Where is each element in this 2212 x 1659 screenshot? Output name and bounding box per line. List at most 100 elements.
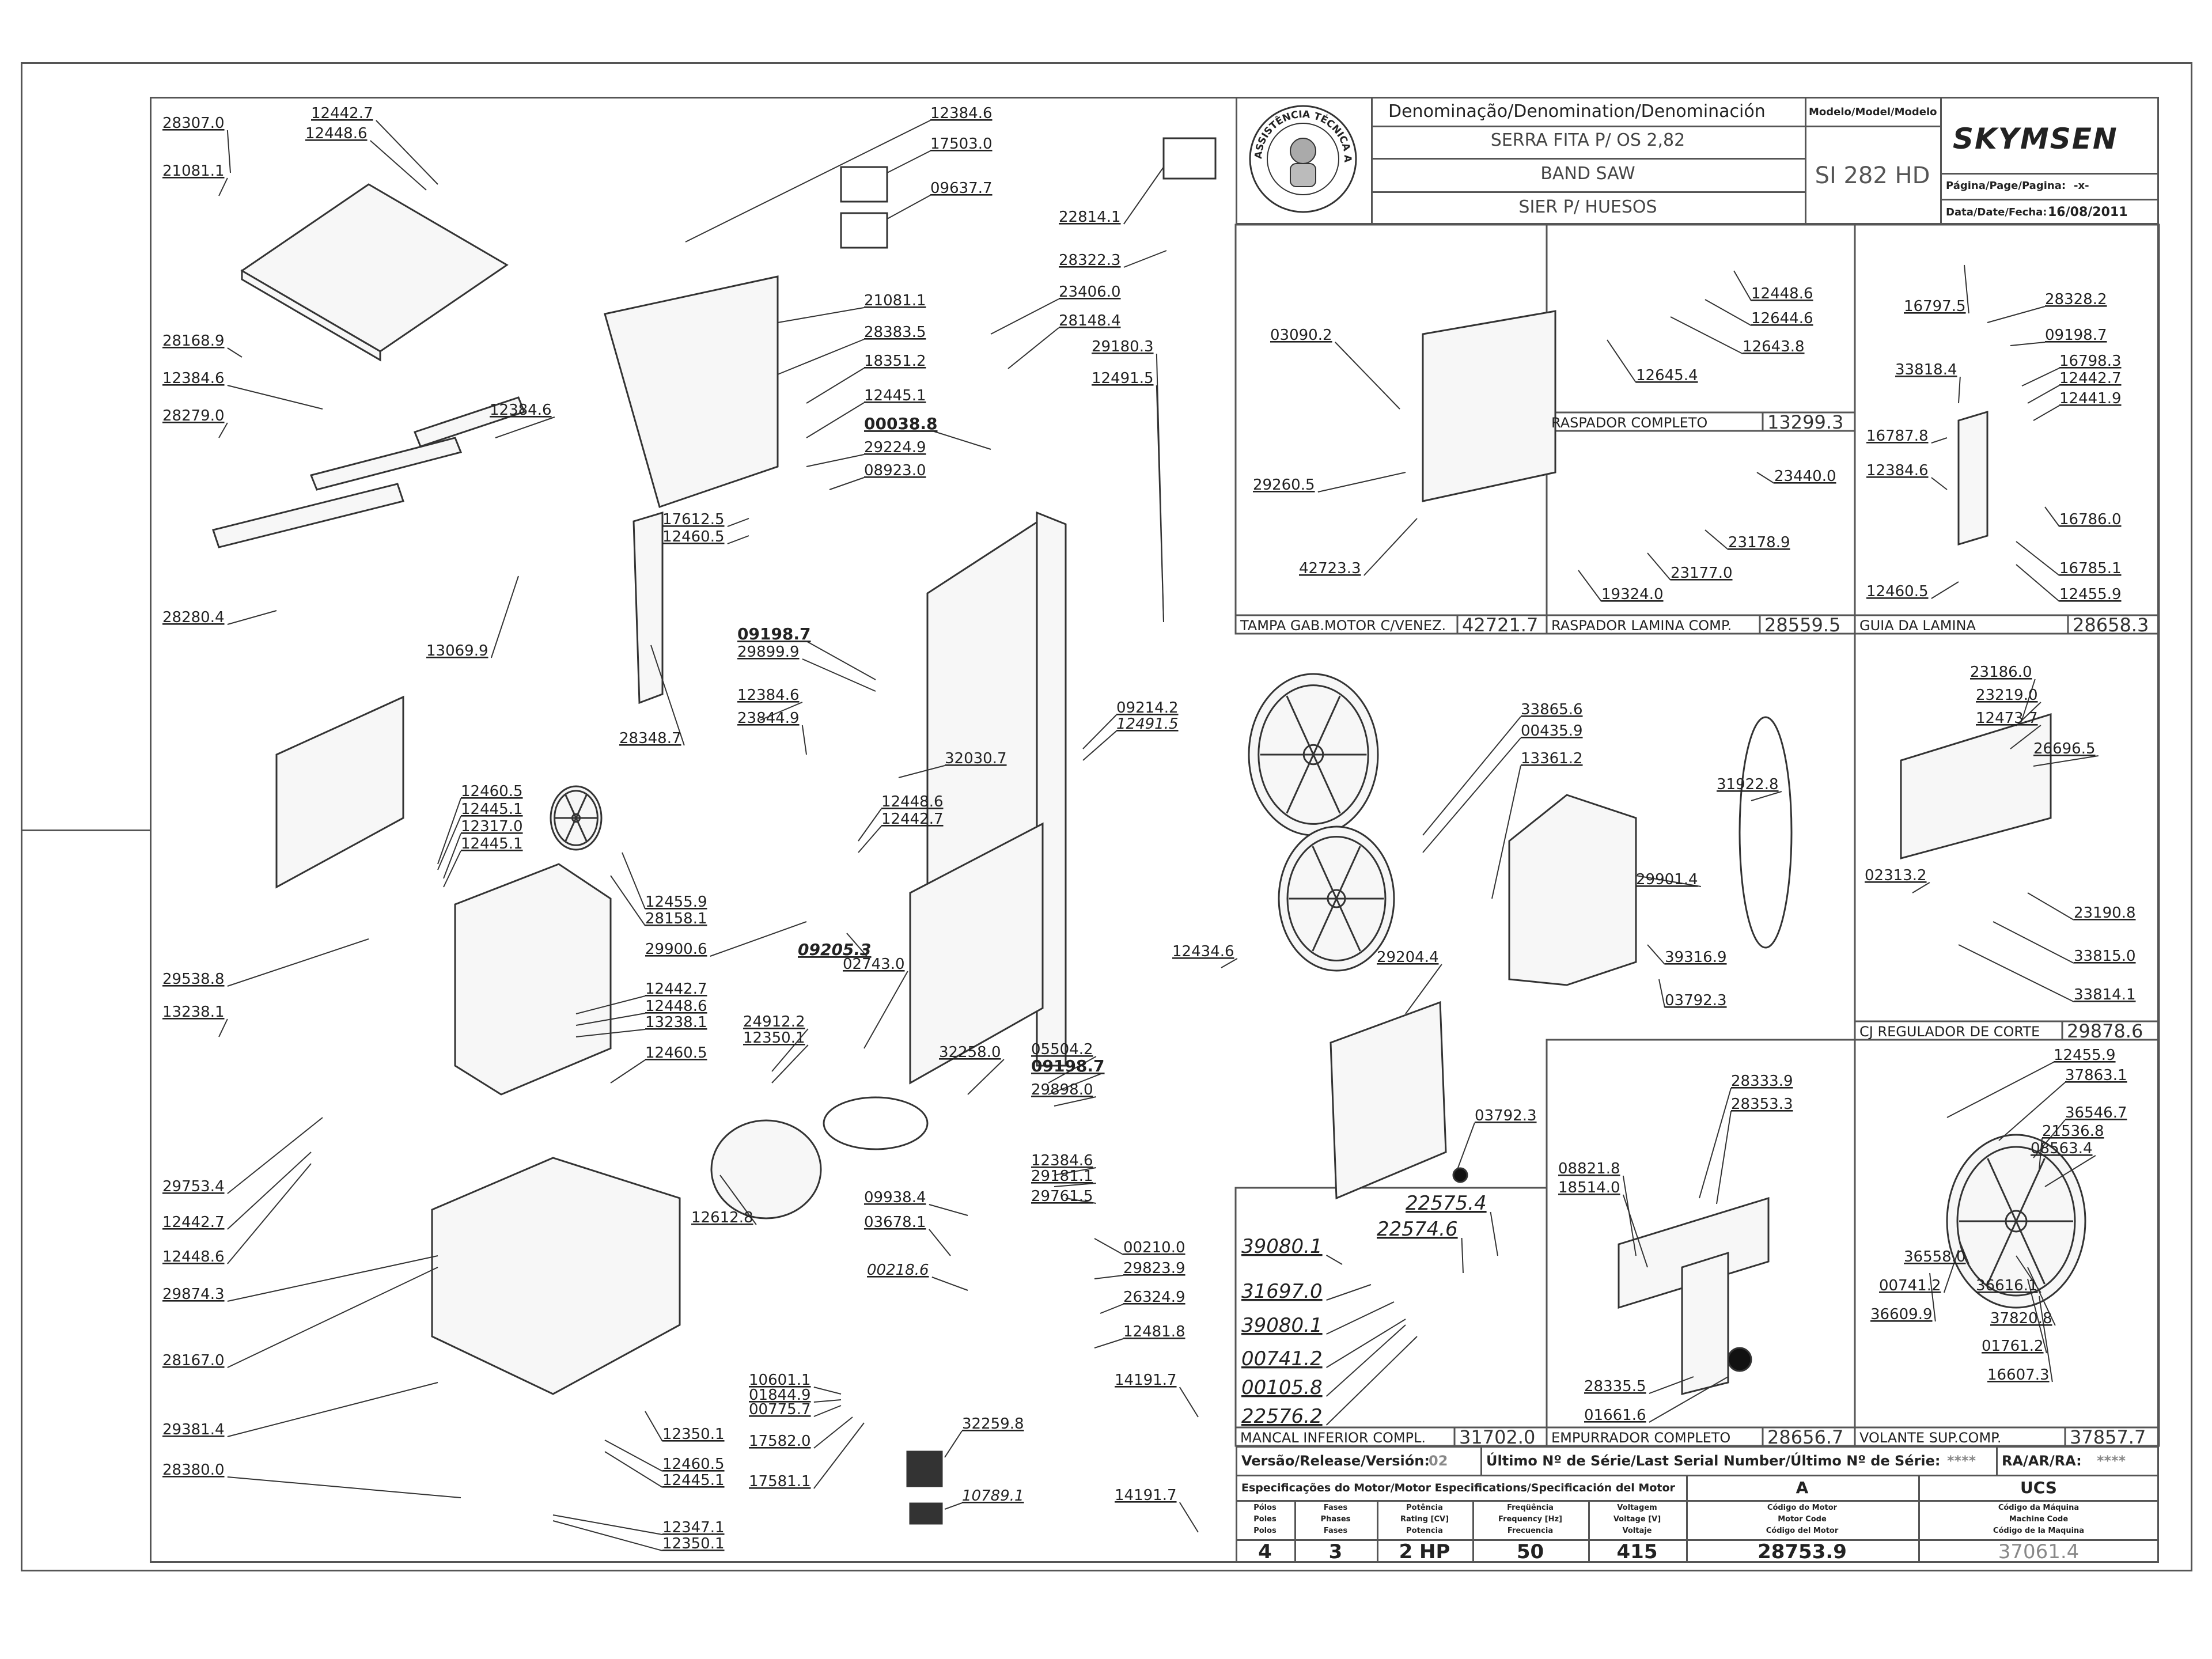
caption-code-volante: 37857.7 (2070, 1426, 2146, 1448)
leader-line (1647, 944, 1665, 965)
leader-line (1733, 270, 1752, 301)
upper-cover (604, 275, 779, 508)
part-callout: 39080.1 (1241, 1235, 1323, 1258)
leader-line (495, 416, 555, 438)
part-callout: 09198.7 (2045, 327, 2107, 344)
part-callout: 21081.1 (162, 162, 225, 180)
leader-line (1699, 1088, 1732, 1199)
part-callout: 22575.4 (1406, 1192, 1487, 1215)
phases-label-2: Phases (1320, 1515, 1351, 1524)
motor-code-value: 28753.9 (1758, 1540, 1847, 1563)
part-callout: 12441.9 (2059, 390, 2122, 407)
leader-line (934, 431, 991, 450)
leader-line (443, 833, 461, 879)
label-plate (1162, 137, 1217, 180)
leader-line (807, 641, 876, 680)
leader-line (437, 798, 461, 865)
leader-line (2044, 1155, 2096, 1187)
part-callout: 18514.0 (1558, 1179, 1620, 1196)
leader-line (1048, 1056, 1097, 1084)
part-callout: 37820.8 (1990, 1310, 2052, 1327)
part-callout: 12442.7 (162, 1214, 225, 1231)
leader-line (227, 1117, 323, 1194)
part-callout: 28158.1 (645, 910, 707, 927)
leader-line (1931, 581, 1959, 599)
leader-line (1221, 958, 1238, 968)
part-callout: 12448.6 (162, 1248, 225, 1266)
part-callout: 32258.0 (939, 1044, 1001, 1061)
part-callout: 36546.7 (2065, 1104, 2127, 1122)
part-callout: 28353.3 (1731, 1096, 1793, 1113)
leader-line (604, 1440, 663, 1472)
leader-line (1958, 1238, 1969, 1264)
part-callout: 31697.0 (1241, 1280, 1323, 1303)
leader-line (1490, 1211, 1498, 1256)
leader-line (727, 535, 749, 544)
leader-line (227, 938, 369, 987)
part-callout: 28328.2 (2045, 291, 2107, 308)
part-callout: 29181.1 (1031, 1168, 1093, 1185)
poles-value: 4 (1258, 1540, 1272, 1563)
model-number: SI 282 HD (1815, 162, 1930, 189)
part-callout: 22814.1 (1059, 209, 1121, 226)
table-edge (241, 269, 381, 362)
leader-line (490, 575, 519, 658)
part-callout: 28348.7 (619, 730, 681, 747)
leader-line (1123, 166, 1164, 225)
leader-line (1422, 737, 1521, 853)
drive-belt (823, 1096, 929, 1150)
leader-line (1123, 250, 1167, 268)
part-callout: 12445.1 (864, 387, 926, 404)
small-pulley (550, 785, 603, 851)
leader-line (552, 1514, 663, 1535)
leader-line (575, 995, 646, 1014)
part-callout: 00218.6 (867, 1262, 929, 1279)
phases-label-1: Fases (1323, 1503, 1348, 1512)
leader-line (2021, 679, 2036, 721)
leader-line (719, 1175, 757, 1225)
part-callout: 16798.3 (2059, 353, 2122, 370)
guide-rail-3 (414, 396, 525, 448)
poles-label-3: Polos (1253, 1527, 1277, 1535)
leader-line (610, 875, 646, 926)
caption-empurrador: EMPURRADOR COMPLETO (1551, 1430, 1730, 1446)
part-callout: 29823.9 (1123, 1260, 1185, 1277)
part-callout: 10789.1 (962, 1487, 1024, 1505)
leader-line (801, 725, 807, 755)
leader-line (227, 1255, 438, 1302)
part-callout: 12347.1 (662, 1519, 725, 1536)
leader-line (1658, 979, 1665, 1008)
leader-line (443, 850, 461, 888)
part-callout: 33865.6 (1521, 701, 1583, 718)
part-callout: 33818.4 (1895, 361, 1957, 378)
phases-value: 3 (1328, 1540, 1343, 1563)
part-callout: 12434.6 (1172, 943, 1234, 960)
part-callout: 12460.5 (1866, 583, 1929, 600)
leader-line (829, 477, 865, 490)
motor-code-label-3: Código del Motor (1766, 1527, 1839, 1535)
lower-door (1330, 1001, 1447, 1200)
leader-line (1326, 1301, 1395, 1335)
part-callout: 28279.0 (162, 407, 225, 425)
part-callout: 12350.1 (743, 1029, 805, 1047)
part-callout: 29180.3 (1092, 338, 1154, 355)
part-callout: 01661.6 (1584, 1407, 1646, 1424)
power-label-3: Potencia (1406, 1527, 1443, 1535)
lower-wheel (1278, 825, 1395, 972)
volt-label-2: Voltage [V] (1613, 1515, 1661, 1524)
leader-line (990, 298, 1059, 335)
regulator-bracket (1900, 713, 2052, 859)
part-callout: 22576.2 (1241, 1405, 1323, 1428)
part-callout: 17503.0 (930, 135, 993, 153)
leader-line (1716, 1111, 1732, 1205)
leader-line (1622, 1175, 1637, 1256)
part-callout: 09198.7 (1031, 1056, 1105, 1075)
leader-line (1065, 1198, 1097, 1204)
leader-line (2027, 385, 2060, 404)
electric-motor (710, 1119, 822, 1219)
guide-post (1957, 410, 1988, 546)
part-callout: 09205.3 (798, 940, 872, 959)
part-callout: 16785.1 (2059, 560, 2122, 577)
leader-line (2010, 342, 2046, 346)
part-callout: 12448.6 (305, 125, 368, 142)
